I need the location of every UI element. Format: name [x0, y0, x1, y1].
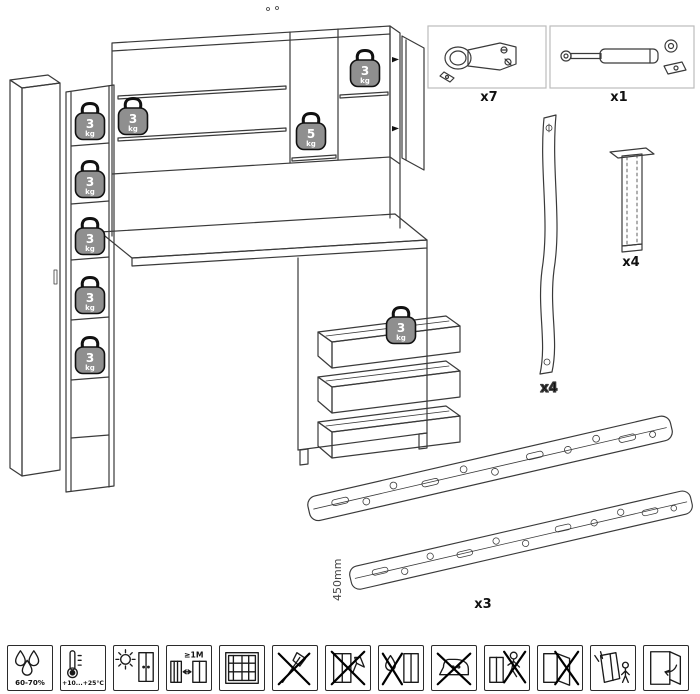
svg-text:kg: kg: [85, 304, 95, 312]
weight-badge: 3 kg: [76, 278, 105, 314]
heat-distance-icon: ≥1M: [166, 645, 212, 691]
leg-qty-label: x4: [622, 255, 639, 270]
anti-tip-warning-icon: [590, 645, 636, 691]
no-iron-icon: [431, 645, 477, 691]
hinge-part-box: x7: [427, 25, 547, 105]
svg-text:3: 3: [129, 112, 137, 126]
no-climb-icon: [484, 645, 530, 691]
svg-text:kg: kg: [128, 125, 138, 133]
no-axe-icon: [272, 645, 318, 691]
svg-text:3: 3: [86, 117, 94, 131]
svg-text:3: 3: [86, 175, 94, 189]
slide-qty-label: x3: [474, 597, 491, 612]
svg-text:kg: kg: [85, 188, 95, 196]
gas-strut-icon: [560, 39, 687, 75]
drawer-2: [317, 360, 461, 414]
gas-strut-part-box: x1: [549, 25, 695, 105]
ventilation-window-icon: [219, 645, 265, 691]
weight-badge: 3 kg: [76, 338, 105, 374]
svg-text:kg: kg: [85, 130, 95, 138]
svg-text:60-70%: 60-70%: [15, 678, 45, 687]
svg-text:≥1M: ≥1M: [184, 650, 203, 659]
drawer-slide-rail: [305, 413, 675, 523]
hutch-top-cabinet: [111, 6, 401, 175]
weight-badge: 3 kg: [76, 104, 105, 140]
drawer-unit: [297, 247, 461, 466]
open-cabinet-door: [392, 35, 425, 171]
desk-section: [99, 156, 428, 267]
no-moisture-icon: [378, 645, 424, 691]
close-door-icon: [643, 645, 689, 691]
svg-text:3: 3: [86, 351, 94, 365]
weight-badge: 3 kg: [119, 99, 148, 135]
svg-text:3: 3: [86, 291, 94, 305]
svg-text:5: 5: [307, 127, 315, 141]
no-sharp-tools-icon: [325, 645, 371, 691]
weight-badge: 3 kg: [76, 162, 105, 198]
weight-badge: 3 kg: [76, 219, 105, 255]
furniture-diagram: 3 kg 3 kg 3 kg 3 kg 3 kg 3 kg 5 kg 3 kg …: [9, 6, 695, 612]
svg-text:3: 3: [361, 64, 369, 78]
weight-badge: 5 kg: [297, 114, 326, 150]
svg-text:3: 3: [86, 232, 94, 246]
humidity-icon: 60-70%: [7, 645, 53, 691]
svg-text:kg: kg: [360, 77, 370, 85]
bracket-qty-label: x4: [540, 381, 557, 396]
svg-text:kg: kg: [85, 364, 95, 372]
svg-text:kg: kg: [306, 140, 316, 148]
gas-strut-qty-label: x1: [610, 90, 627, 105]
no-hang-on-door-icon: [537, 645, 583, 691]
drawer-slide-rail: [347, 488, 695, 592]
svg-text:+10...+25°C: +10...+25°C: [62, 679, 104, 687]
weight-badge: 3 kg: [351, 51, 380, 87]
leg-part: [609, 147, 655, 253]
slide-length-label: 450mm: [331, 559, 344, 601]
svg-text:3: 3: [397, 321, 405, 335]
hinge-icon: [439, 42, 517, 83]
shelf-column: [65, 84, 115, 493]
hinge-qty-label: x7: [480, 90, 497, 105]
svg-text:kg: kg: [396, 334, 406, 342]
bracket-part: x4: [539, 114, 558, 397]
drawer-3: [317, 405, 461, 459]
wardrobe-cabinet: [9, 74, 61, 477]
no-sunlight-icon: [113, 645, 159, 691]
care-icons-row: 60-70% +10...+25°C: [7, 645, 689, 691]
temperature-icon: +10...+25°C: [60, 645, 106, 691]
svg-text:kg: kg: [85, 245, 95, 253]
drawer-slides: 450mm x3: [305, 413, 695, 612]
weight-badge: 3 kg: [387, 308, 416, 344]
